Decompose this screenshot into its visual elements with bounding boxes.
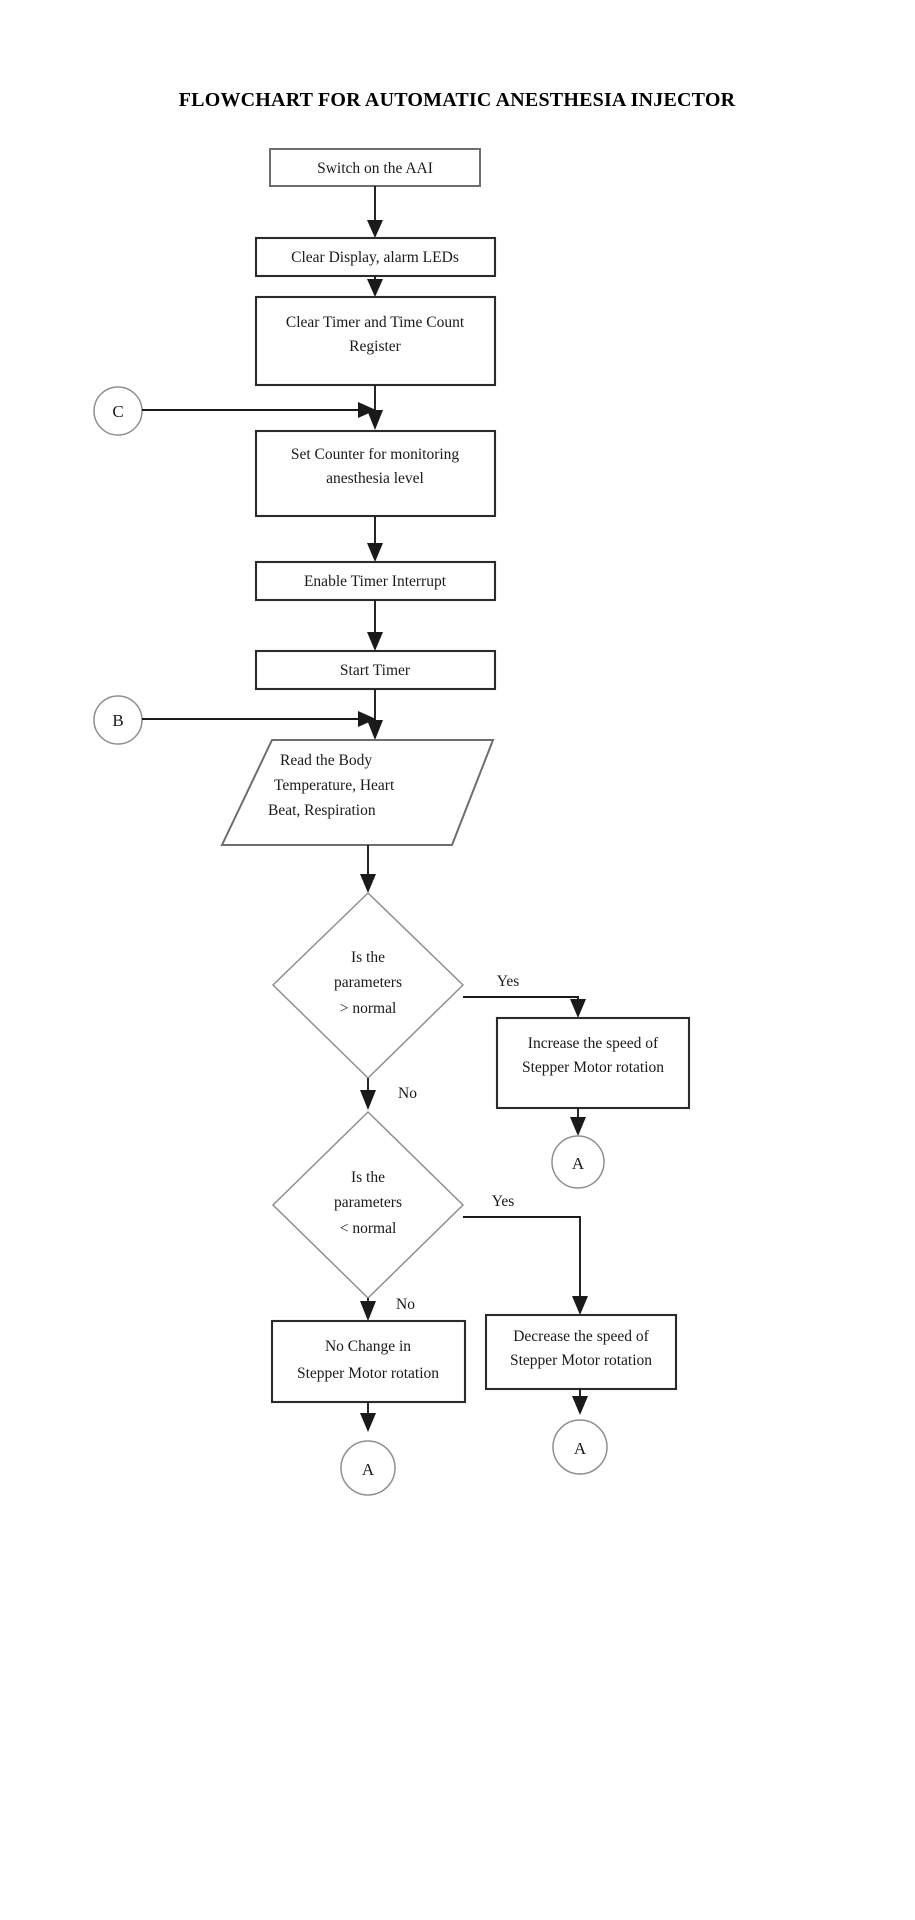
- node-enable-timer-interrupt-line-0: Enable Timer Interrupt: [304, 573, 447, 590]
- node-set-counter-line-1: anesthesia level: [326, 470, 424, 487]
- edge-read-body-to-decision-high: [360, 845, 376, 893]
- node-decision-high-line-1: parameters: [334, 974, 402, 991]
- node-decrease-speed: Decrease the speed of Stepper Motor rota…: [484, 1313, 678, 1391]
- edge-label-yes-low: Yes: [492, 1193, 515, 1210]
- node-decision-low-line-2: < normal: [340, 1220, 397, 1237]
- edge-increase-speed-to-connector-a: [570, 1108, 586, 1136]
- edge-decision-high-no: No: [360, 1078, 417, 1110]
- connector-a-top-label: A: [572, 1154, 585, 1173]
- node-no-change-line-0: No Change in: [325, 1338, 411, 1355]
- connector-a-bottom-right-label: A: [574, 1439, 587, 1458]
- edge-start-timer-to-read-body: [367, 689, 383, 740]
- node-decision-low-line-1: parameters: [334, 1194, 402, 1211]
- connector-c-label: C: [112, 402, 123, 421]
- node-clear-timer-register: Clear Timer and Time Count Register: [254, 295, 497, 387]
- node-increase-speed-line-1: Stepper Motor rotation: [522, 1059, 664, 1076]
- node-decision-parameters-greater: Is the parameters > normal: [271, 891, 465, 1080]
- node-clear-display: Clear Display, alarm LEDs: [254, 236, 497, 278]
- node-increase-speed-line-0: Increase the speed of: [528, 1035, 659, 1052]
- page-title: FLOWCHART FOR AUTOMATIC ANESTHESIA INJEC…: [179, 89, 736, 111]
- connector-c: C: [93, 386, 143, 436]
- node-decrease-speed-line-1: Stepper Motor rotation: [510, 1352, 652, 1369]
- node-read-body-line-0: Read the Body: [280, 752, 372, 769]
- node-read-body-parameters: Read the Body Temperature, Heart Beat, R…: [220, 739, 495, 846]
- node-switch-on-aai: Switch on the AAI: [269, 148, 481, 187]
- edge-no-change-to-connector-a: [360, 1402, 376, 1432]
- node-read-body-line-1: Temperature, Heart: [274, 777, 395, 794]
- edge-label-yes-high: Yes: [497, 973, 520, 990]
- edge-c-to-set-counter: [142, 402, 376, 418]
- node-clear-display-line-0: Clear Display, alarm LEDs: [291, 249, 459, 266]
- node-decision-high-line-2: > normal: [340, 1000, 397, 1017]
- edge-enable-timer-to-start-timer: [367, 600, 383, 651]
- node-decrease-speed-line-0: Decrease the speed of: [513, 1328, 649, 1345]
- connector-a-top: A: [551, 1135, 605, 1189]
- node-decision-low-line-0: Is the: [351, 1169, 385, 1186]
- node-decision-parameters-less: Is the parameters < normal: [271, 1110, 465, 1300]
- edge-label-no-high: No: [398, 1085, 417, 1102]
- node-no-change: No Change in Stepper Motor rotation: [270, 1319, 467, 1404]
- node-decision-high-line-0: Is the: [351, 949, 385, 966]
- node-clear-timer-register-line-1: Register: [349, 338, 401, 355]
- node-switch-on-aai-line-0: Switch on the AAI: [317, 160, 433, 177]
- edge-label-no-low: No: [396, 1296, 415, 1313]
- node-start-timer-line-0: Start Timer: [340, 662, 411, 679]
- edge-switch-to-clear-display: [367, 186, 383, 238]
- edge-decrease-speed-to-connector-a: [572, 1389, 588, 1415]
- connector-a-bottom-right: A: [552, 1419, 608, 1475]
- edge-decision-low-no: No: [360, 1296, 415, 1321]
- connector-b-label: B: [112, 711, 123, 730]
- connector-a-bottom-left: A: [340, 1440, 396, 1496]
- node-set-counter-line-0: Set Counter for monitoring: [291, 446, 460, 463]
- edge-set-counter-to-enable-timer: [367, 516, 383, 562]
- node-read-body-line-2: Beat, Respiration: [268, 802, 376, 819]
- node-enable-timer-interrupt: Enable Timer Interrupt: [254, 560, 497, 602]
- node-set-counter: Set Counter for monitoring anesthesia le…: [254, 429, 497, 518]
- edge-decision-low-yes: Yes: [463, 1193, 588, 1315]
- node-no-change-line-1: Stepper Motor rotation: [297, 1365, 439, 1382]
- node-increase-speed: Increase the speed of Stepper Motor rota…: [495, 1016, 691, 1110]
- edge-decision-high-yes: Yes: [463, 973, 586, 1018]
- connector-a-bottom-left-label: A: [362, 1460, 375, 1479]
- connector-b: B: [93, 695, 143, 745]
- edge-clear-display-to-clear-timer: [367, 276, 383, 297]
- node-start-timer: Start Timer: [254, 649, 497, 691]
- edge-clear-timer-to-set-counter: [367, 385, 383, 430]
- node-clear-timer-register-line-0: Clear Timer and Time Count: [286, 314, 465, 331]
- edge-b-to-read-body: [142, 711, 376, 727]
